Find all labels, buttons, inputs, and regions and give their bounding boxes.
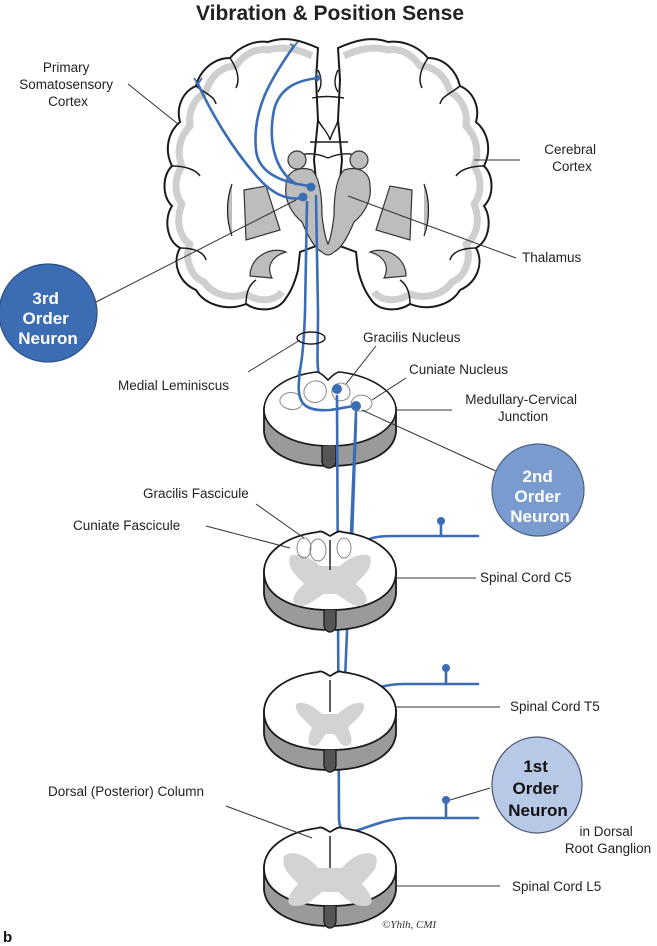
diagram-title: Vibration & Position Sense: [196, 2, 464, 25]
spinal-cord-l5: [263, 826, 397, 929]
dorsal-root-ganglion-soma: [442, 796, 450, 804]
label-gracilis-fascicule: Gracilis Fascicule: [143, 486, 249, 501]
first-order-neuron-badge: 1st Order Neuron: [491, 736, 583, 834]
gracilis-nucleus-soma: [332, 384, 342, 394]
svg-text:1st Order Neuron: 1st Order Neuron: [508, 757, 568, 820]
panel-label: b: [3, 929, 12, 946]
thalamic-neuron-soma-2: [298, 192, 308, 202]
left-hemisphere: [163, 38, 320, 311]
medulla-section: [263, 371, 397, 469]
artist-signature: ©Yhlh, CMI: [382, 919, 438, 931]
spinal-cord-c5: [263, 530, 397, 633]
label-medial-lemniscus: Medial Leminiscus: [118, 378, 229, 393]
third-order-neuron-badge: 3rd Order Neuron: [0, 263, 98, 363]
label-cerebral-cortex: Cerebral Cortex: [544, 142, 600, 174]
cuniate-nucleus-soma: [351, 401, 361, 411]
right-hemisphere: [336, 38, 493, 311]
second-order-neuron-badge: 2nd Order Neuron: [491, 443, 585, 537]
label-spinal-cord-c5: Spinal Cord C5: [480, 570, 572, 585]
thalamus-structure: [285, 167, 371, 256]
label-cuniate-fascicule: Cuniate Fascicule: [73, 518, 180, 533]
label-thalamus: Thalamus: [522, 250, 582, 265]
spinal-cord-t5: [263, 670, 397, 773]
label-spinal-cord-t5: Spinal Cord T5: [510, 699, 600, 714]
svg-text:3rd Order Neuron: 3rd Order Neuron: [18, 289, 78, 348]
label-primary-somatosensory-cortex: Primary Somatosensory Cortex: [19, 60, 117, 109]
label-spinal-cord-l5: Spinal Cord L5: [512, 879, 601, 894]
label-cuniate-nucleus: Cuniate Nucleus: [409, 362, 508, 377]
label-medullary-cervical-junction: Medullary-Cervical Junction: [465, 392, 581, 424]
medial-lemniscus-marker: [296, 331, 326, 345]
svg-text:2nd Order Neuron: 2nd Order Neuron: [510, 467, 570, 526]
thalamic-neuron-soma: [306, 182, 316, 192]
label-dorsal-root-ganglion: in Dorsal Root Ganglion: [565, 824, 651, 856]
brain-coronal-section: [163, 38, 493, 311]
label-dorsal-column: Dorsal (Posterior) Column: [48, 784, 204, 799]
label-gracilis-nucleus: Gracilis Nucleus: [363, 330, 461, 345]
